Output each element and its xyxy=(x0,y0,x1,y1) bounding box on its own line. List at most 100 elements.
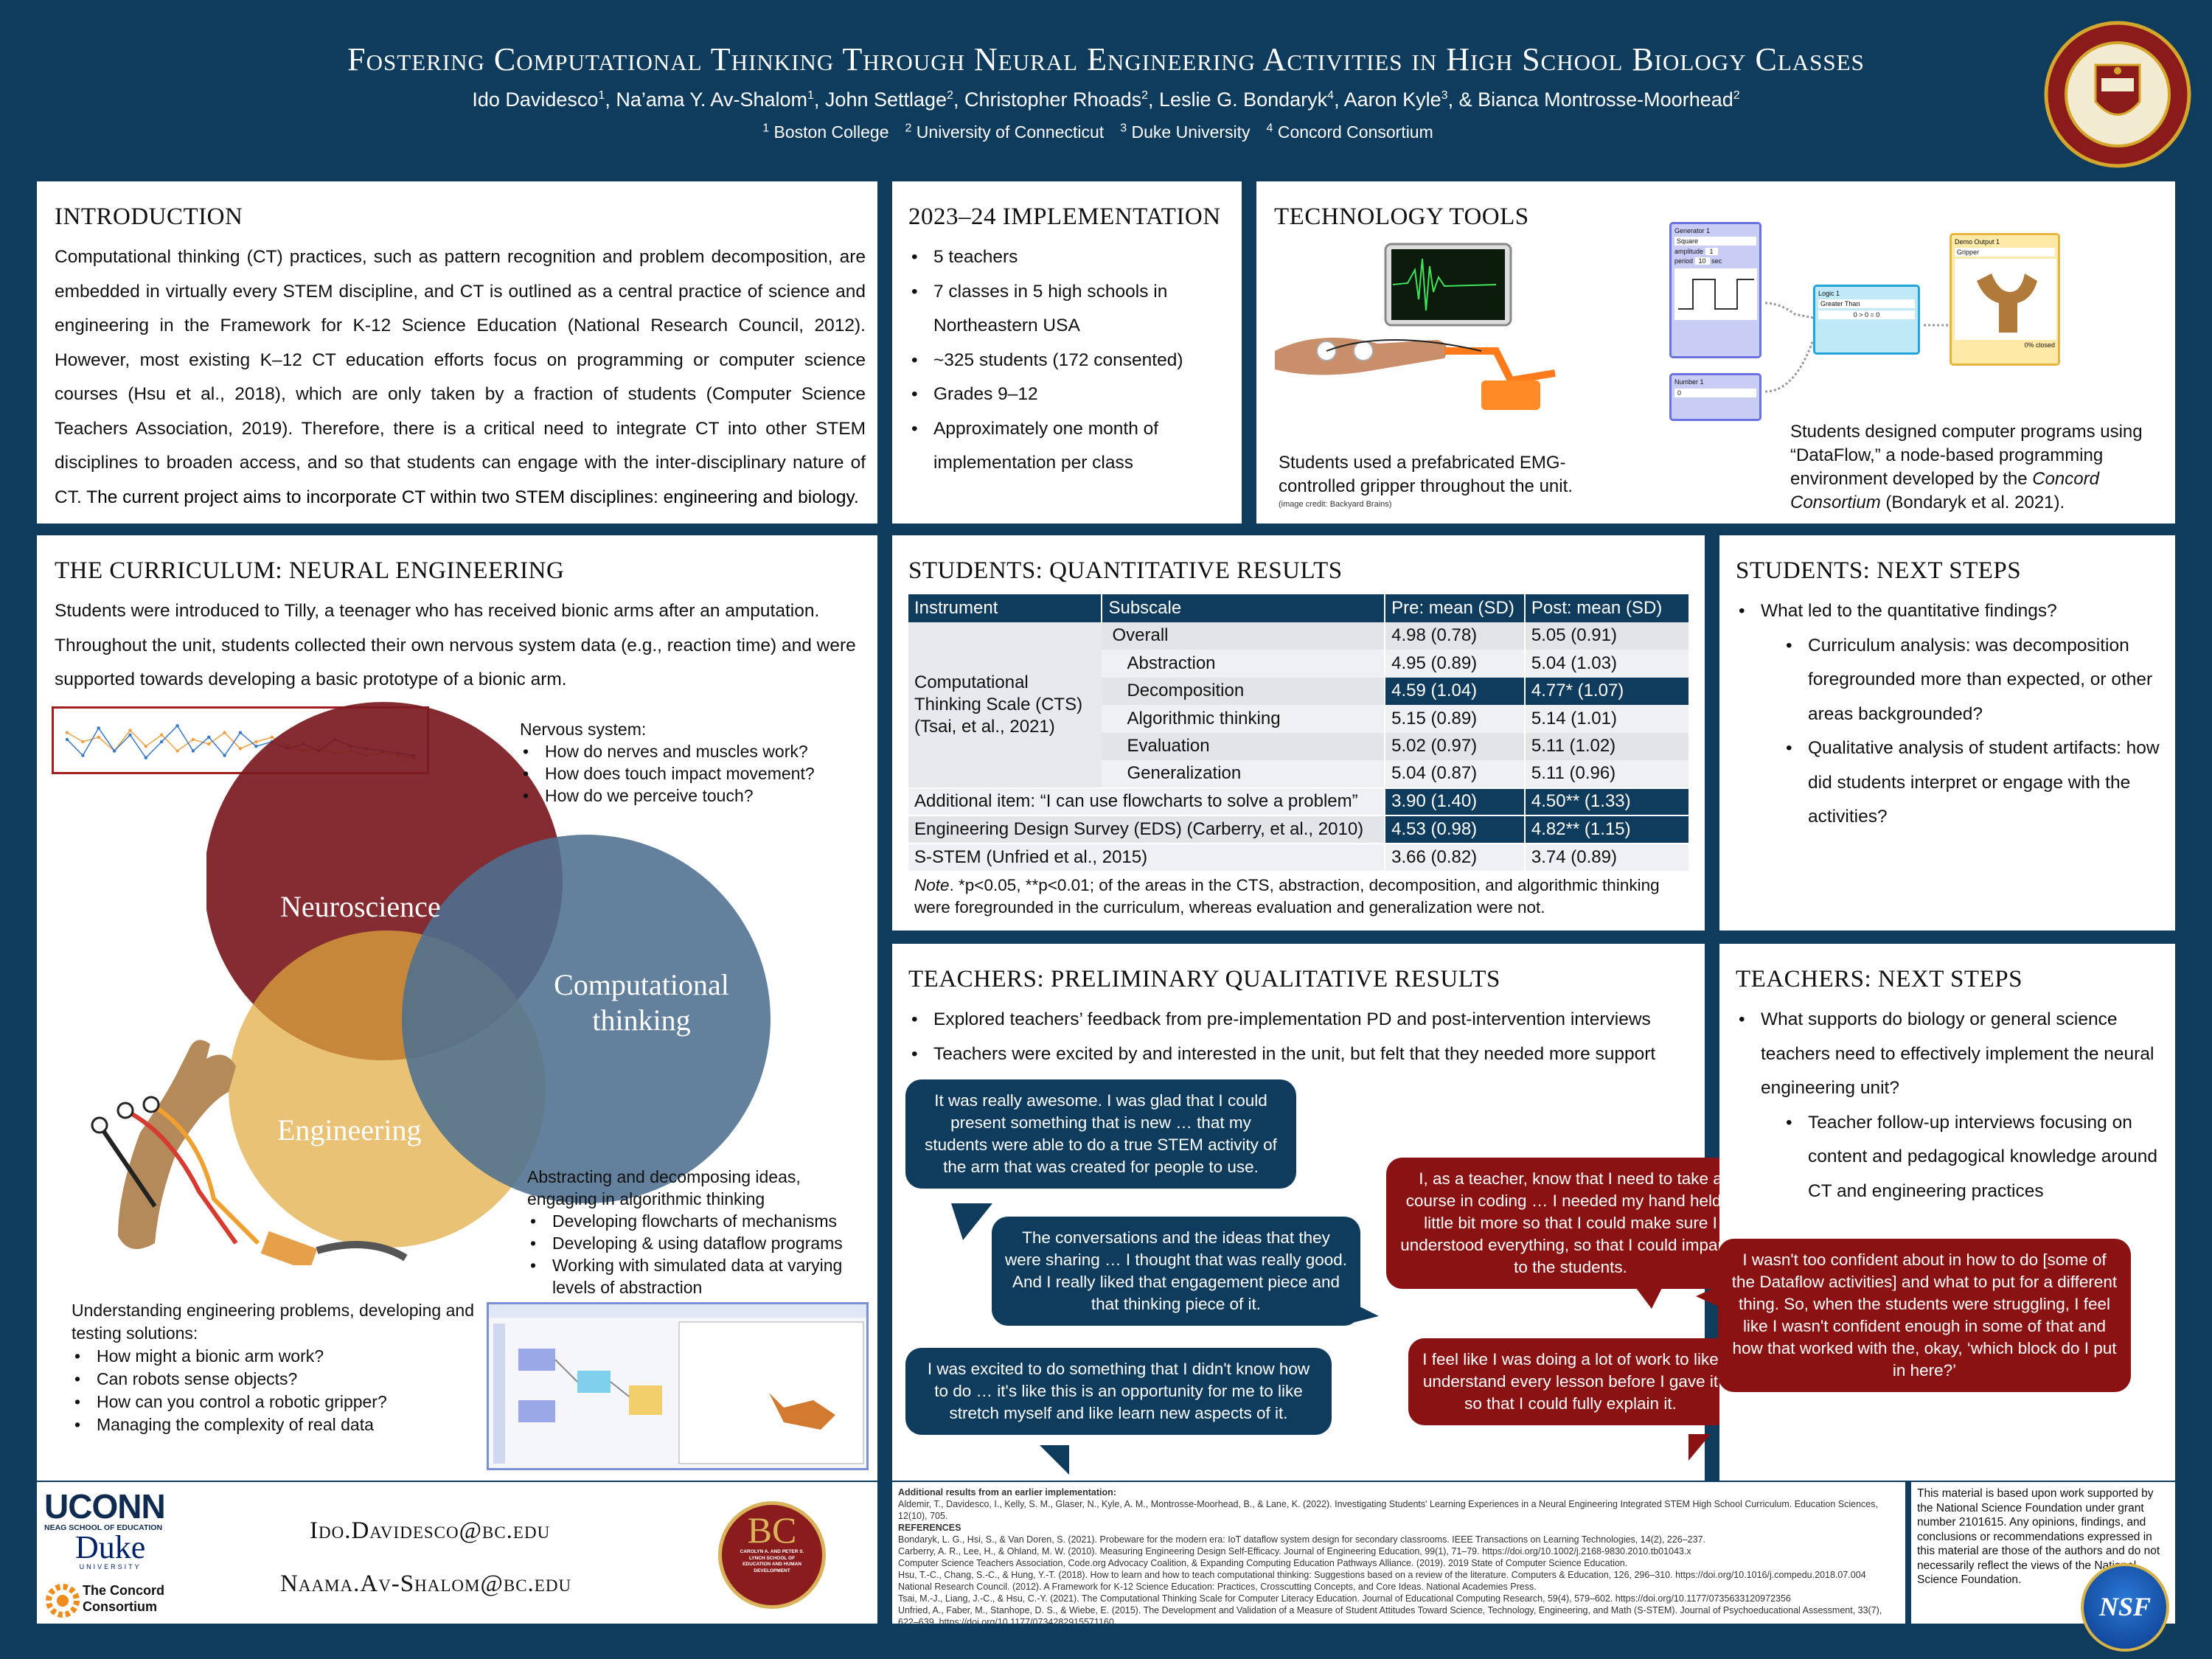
curriculum-panel: THE CURRICULUM: NEURAL ENGINEERING Stude… xyxy=(37,535,877,1481)
author-name: Na’ama Y. Av-Shalom1 xyxy=(616,88,814,111)
students-next-heading: STUDENTS: NEXT STEPS xyxy=(1736,557,2022,584)
thumb-series-b-point xyxy=(223,731,226,734)
author-name: Ido Davidesco1 xyxy=(472,88,605,111)
thumb-series-b-point xyxy=(81,740,85,744)
pre-cell: 4.59 (1.04) xyxy=(1384,677,1525,705)
instrument-cell: Additional item: “I can use flowcharts t… xyxy=(908,787,1385,815)
col-pre: Pre: mean (SD) xyxy=(1385,594,1526,622)
engineering-question: How might a bionic arm work? xyxy=(72,1345,484,1368)
post-cell: 5.04 (1.03) xyxy=(1523,650,1688,678)
implementation-item: Grades 9–12 xyxy=(908,378,1225,412)
thumb-series-a-point xyxy=(254,745,258,748)
subscale-cell: Evaluation xyxy=(1102,732,1385,760)
table-row: Engineering Design Survey (EDS) (Carberr… xyxy=(908,815,1688,844)
gripper-output-icon xyxy=(1955,259,2056,340)
subscale-cell: Generalization xyxy=(1102,760,1385,788)
pre-cell: 5.04 (0.87) xyxy=(1384,760,1525,788)
instrument-cts: Computational Thinking Scale (CTS) (Tsai… xyxy=(908,622,1102,788)
nsf-logo: NSF xyxy=(2081,1563,2169,1652)
output-node[interactable]: Demo Output 1 Gripper 0% closed xyxy=(1950,233,2060,366)
dataflow-program-thumbnail xyxy=(487,1302,869,1470)
dataflow-caption: Students designed computer programs usin… xyxy=(1790,422,2143,512)
table-row: Additional item: “I can use flowcharts t… xyxy=(908,787,1688,815)
thumb-series-b-point xyxy=(144,745,148,748)
post-cell: 4.77* (1.07) xyxy=(1523,677,1688,705)
thumb-series-a-point xyxy=(223,754,226,757)
thumb-series-b-point xyxy=(128,728,132,732)
reference-item: Computer Science Teachers Association, C… xyxy=(898,1558,1628,1568)
nervous-system-question: How do we perceive touch? xyxy=(520,785,866,807)
reference-item: Tsai, M.-J., Liang, J.-C., & Hsu, C.-Y. … xyxy=(898,1593,1791,1604)
technology-panel: TECHNOLOGY TOOLS Students used a prefabr… xyxy=(1256,181,2175,524)
quote-tail xyxy=(1040,1445,1069,1475)
nervous-system-question: How does touch impact movement? xyxy=(520,762,866,785)
ct-activity: Developing & using dataflow programs xyxy=(527,1232,866,1254)
curriculum-heading: THE CURRICULUM: NEURAL ENGINEERING xyxy=(55,557,565,584)
introduction-aim: The current project aims to incorporate … xyxy=(86,487,859,507)
subscale-cell: Overall xyxy=(1102,622,1385,650)
students-next-item: Curriculum analysis: was decomposition f… xyxy=(1783,629,2163,732)
teachers-next-steps-panel: TEACHERS: NEXT STEPS What supports do bi… xyxy=(1719,944,2175,1481)
thumb-series-a-point xyxy=(144,756,148,759)
author-name: Leslie G. Bondaryk4 xyxy=(1159,88,1335,111)
reference-item: Carberry, A. R., Lee, H., & Ohland, M. W… xyxy=(898,1546,1691,1557)
thumb-series-b-point xyxy=(238,747,243,751)
gripper-image-credit: (image credit: Backyard Brains) xyxy=(1279,500,1392,509)
table-row: Computational Thinking Scale (CTS) (Tsai… xyxy=(908,622,1688,788)
engineering-question: Managing the complexity of real data xyxy=(72,1413,484,1436)
affiliation: 4 Concord Consortium xyxy=(1266,122,1433,142)
thumb-series-b-point xyxy=(175,749,179,753)
thumb-series-b-point xyxy=(254,740,258,744)
col-instrument: Instrument xyxy=(908,594,1103,622)
pre-cell: 3.66 (0.82) xyxy=(1384,842,1525,871)
thumb-series-a-point xyxy=(112,749,116,753)
teachers-qual-heading: TEACHERS: PRELIMINARY QUALITATIVE RESULT… xyxy=(908,966,1500,992)
subscale-cell: Abstraction xyxy=(1102,650,1385,678)
computational-thinking-block: Abstracting and decomposing ideas, engag… xyxy=(527,1166,866,1298)
col-subscale: Subscale xyxy=(1102,594,1386,622)
implementation-heading: 2023–24 IMPLEMENTATION xyxy=(908,204,1221,230)
thumb-series-b-point xyxy=(65,731,69,734)
table-header-row: Instrument Subscale Pre: mean (SD) Post:… xyxy=(908,594,1688,622)
email-ido[interactable]: Ido.Davidesco@bc.edu xyxy=(310,1517,551,1544)
funding-text: This material is based upon work support… xyxy=(1917,1487,2160,1586)
pre-cell: 5.02 (0.97) xyxy=(1384,732,1525,760)
post-cell: 5.05 (0.91) xyxy=(1523,622,1688,650)
implementation-item: Approximately one month of implementatio… xyxy=(908,412,1225,481)
thumb-series-a-point xyxy=(191,749,195,753)
thumb-series-a-point xyxy=(238,731,243,734)
ct-activity: Developing flowcharts of mechanisms xyxy=(527,1210,866,1232)
quote-positive-2: The conversations and the ideas that the… xyxy=(992,1217,1360,1326)
duke-logo: Duke UNIVERSITY xyxy=(75,1529,146,1571)
reference-item: Unfried, A., Faber, M., Stanhope, D. S.,… xyxy=(898,1605,1882,1624)
quote-tail xyxy=(1696,1283,1725,1310)
implementation-item: 7 classes in 5 high schools in Northeast… xyxy=(908,275,1225,344)
post-cell: 5.14 (1.01) xyxy=(1523,705,1688,733)
number-node[interactable]: Number 1 0 xyxy=(1669,373,1761,421)
nervous-system-block: Nervous system: How do nerves and muscle… xyxy=(520,718,866,807)
venn-computational-circle xyxy=(402,835,771,1203)
thumb-series-b-point xyxy=(270,735,274,739)
students-next-item: Qualitative analysis of student artifact… xyxy=(1783,731,2163,835)
post-cell: 5.11 (0.96) xyxy=(1523,760,1688,788)
emg-gripper-photo xyxy=(1275,240,1562,425)
generator-node[interactable]: Generator 1 Square amplitude 1 period 10… xyxy=(1669,222,1761,358)
email-naama[interactable]: Naama.Av-Shalom@bc.edu xyxy=(280,1571,572,1597)
engineering-block: Understanding engineering problems, deve… xyxy=(72,1299,484,1436)
quote-tail xyxy=(951,1203,992,1240)
quote-support-2: I wasn't too confident about in how to d… xyxy=(1718,1239,2131,1392)
table-row: S-STEM (Unfried et al., 2015)3.66 (0.82)… xyxy=(908,842,1688,871)
engineering-question: Can robots sense objects? xyxy=(72,1368,484,1391)
teachers-next-heading: TEACHERS: NEXT STEPS xyxy=(1736,966,2023,992)
pre-cell: 4.98 (0.78) xyxy=(1384,622,1525,650)
teachers-qualitative-panel: TEACHERS: PRELIMINARY QUALITATIVE RESULT… xyxy=(892,944,1755,1481)
author-name: Bianca Montrosse-Moorhead2 xyxy=(1478,88,1740,111)
logic-node[interactable]: Logic 1 Greater Than 0 > 0 = 0 xyxy=(1813,285,1920,355)
implementation-item: ~325 students (172 consented) xyxy=(908,344,1225,378)
pre-cell: 4.53 (0.98) xyxy=(1384,815,1525,844)
students-next-steps-panel: STUDENTS: NEXT STEPS What led to the qua… xyxy=(1719,535,2175,931)
